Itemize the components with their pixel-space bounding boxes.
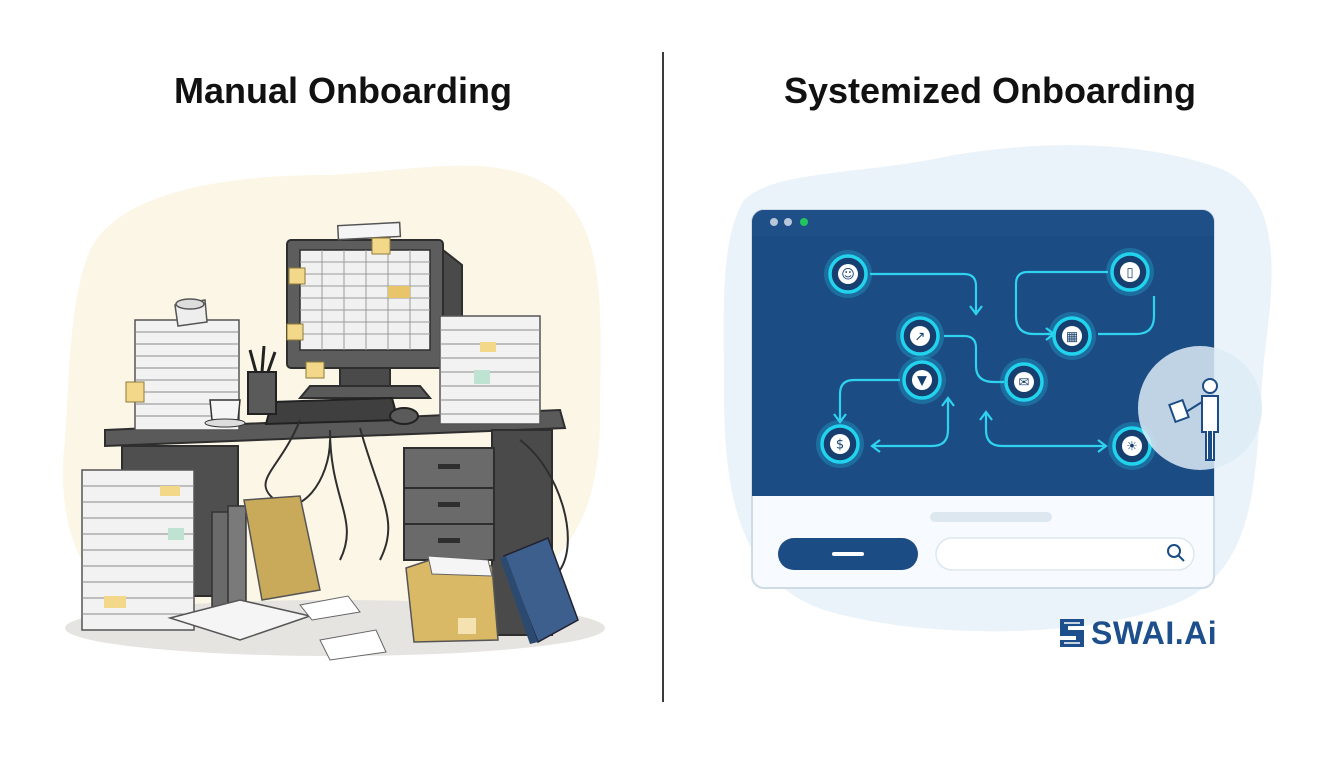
paper-stack-desk-right [439, 315, 541, 425]
brand-name: SWAI.Ai [1091, 614, 1218, 651]
blue-binder [500, 537, 579, 644]
swai-logo-icon [1060, 619, 1084, 647]
placeholder-bar [930, 512, 1052, 522]
primary-button-line [832, 552, 864, 556]
mouse [389, 407, 419, 425]
workflow-node-workflow: ↗ [896, 312, 944, 360]
workflow-node-dollar-screen: $ [816, 420, 864, 468]
workflow-node-calendar: ▦ [1048, 312, 1096, 360]
workflow-connectors [833, 270, 1156, 453]
file-folder [405, 555, 499, 643]
dollar-screen-icon: $ [836, 438, 844, 453]
paper-stack-floor [81, 469, 195, 631]
center-divider [662, 52, 664, 702]
window-dot-3 [800, 218, 808, 226]
workflow-node-document: ▯ [1106, 248, 1154, 296]
workflow-icon: ↗ [915, 330, 926, 345]
brand-logo: SWAI.Ai [1057, 612, 1217, 654]
workflow-node-location-pin: ▼ [898, 356, 946, 404]
document-icon: ▯ [1126, 266, 1133, 281]
window-dot-2 [784, 218, 792, 226]
workflow-node-mail: ✉ [1000, 358, 1048, 406]
manual-onboarding-title: Manual Onboarding [174, 70, 512, 111]
messy-desk-illustration [62, 165, 605, 661]
location-pin-icon: ▼ [917, 374, 927, 389]
search-input[interactable] [935, 537, 1195, 571]
mail-icon: ✉ [1019, 376, 1030, 391]
calendar-icon: ▦ [1066, 330, 1078, 345]
systemized-onboarding-title: Systemized Onboarding [783, 70, 1197, 111]
workflow-node-idea: ☀ [1108, 422, 1156, 470]
systemized-workflow-illustration: ☺ ▯ ▦ ↗ ✉ ▼ $ ☀ [723, 145, 1272, 632]
keyboard [264, 396, 400, 426]
window-dot-1 [770, 218, 778, 226]
user-icon: ☺ [841, 268, 855, 283]
person-with-tablet [1138, 346, 1262, 470]
workflow-node-user: ☺ [824, 250, 872, 298]
binders [211, 495, 321, 613]
idea-icon: ☀ [1126, 440, 1138, 455]
search-icon [1167, 544, 1185, 562]
